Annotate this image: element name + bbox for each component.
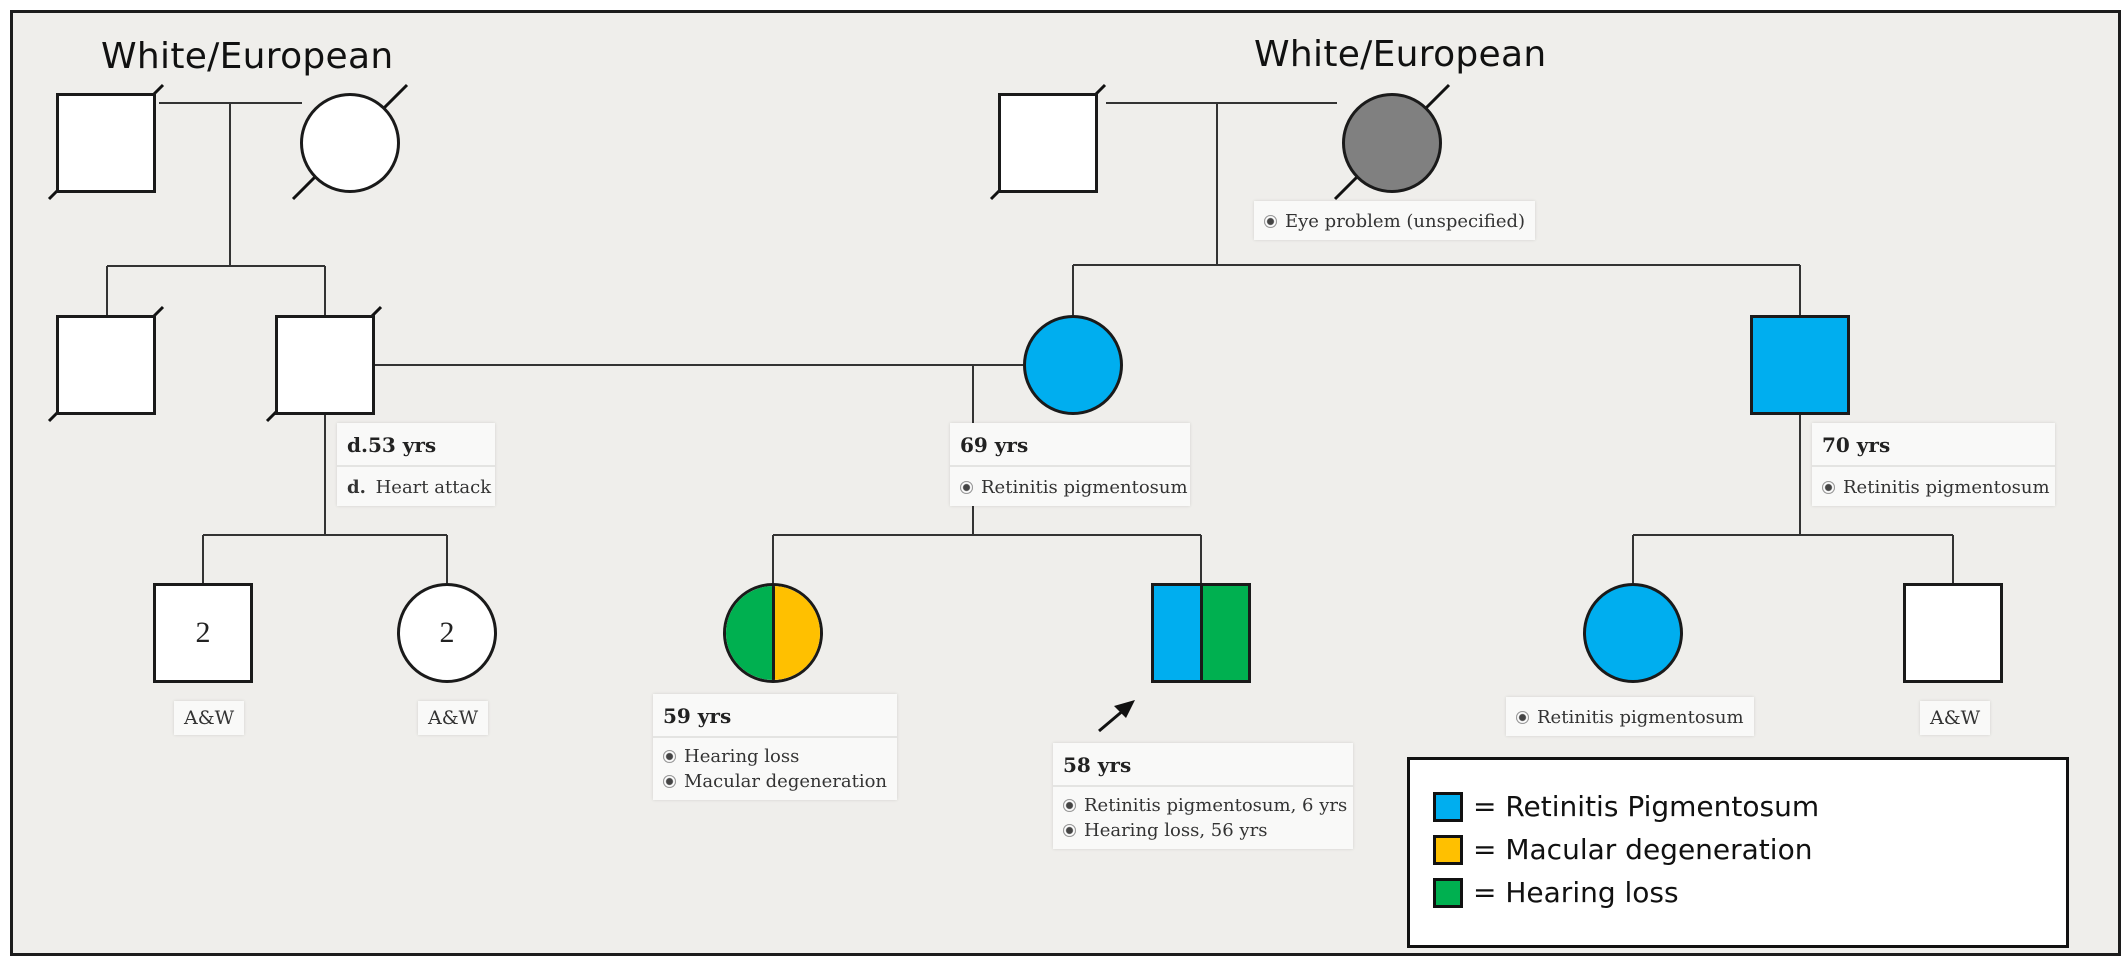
condition-marker-icon (1822, 481, 1835, 494)
condition-marker-icon (1063, 799, 1076, 812)
proband-info: 58 yrs Retinitis pigmentosum, 6 yrs Hear… (1053, 743, 1353, 849)
age-label: 59 yrs (653, 694, 897, 738)
condition-text: Retinitis pigmentosum (1537, 707, 1744, 728)
condition-row: Macular degeneration (653, 769, 897, 800)
half-brothers-symbol[interactable]: 2 (153, 583, 253, 683)
half-brothers-status: A&W (174, 701, 245, 735)
legend-swatch-retinitis (1433, 791, 1463, 822)
legend-label: = Macular degeneration (1473, 833, 1813, 866)
condition-row: Retinitis pigmentosum (950, 467, 1190, 506)
legend-label: = Hearing loss (1473, 876, 1679, 909)
left-ethnicity-heading: White/European (101, 36, 394, 77)
proband-arrow (1098, 700, 1135, 733)
legend-swatch-hearing (1433, 877, 1463, 908)
sibling-count: 2 (439, 616, 455, 649)
condition-text: Hearing loss, 56 yrs (1084, 820, 1268, 841)
paternal-grandmother-symbol[interactable] (300, 93, 400, 193)
maternal-grandfather-symbol[interactable] (998, 93, 1098, 193)
condition-row: Hearing loss (653, 738, 897, 769)
condition-marker-icon (1063, 824, 1076, 837)
maternal-uncle-symbol[interactable] (1750, 315, 1850, 415)
legend-swatch-macular (1433, 834, 1463, 865)
half-sisters-symbol[interactable]: 2 (397, 583, 497, 683)
legend-item-macular: = Macular degeneration (1433, 833, 1812, 866)
age-label: d.53 yrs (337, 423, 495, 467)
legend-item-retinitis: = Retinitis Pigmentosum (1433, 790, 1819, 823)
age-label: 58 yrs (1053, 743, 1353, 787)
age-label: 69 yrs (950, 423, 1190, 467)
cousin-female-symbol[interactable] (1583, 583, 1683, 683)
sister-info: 59 yrs Hearing loss Macular degeneration (653, 694, 897, 800)
condition-marker-icon (663, 775, 676, 788)
maternal-grandmother-info: Eye problem (unspecified) (1254, 201, 1536, 240)
condition-text: Eye problem (unspecified) (1285, 211, 1526, 232)
mother-info: 69 yrs Retinitis pigmentosum (950, 423, 1190, 506)
pedigree-chart: White/European White/European Eye proble… (10, 10, 2121, 956)
condition-marker-icon (663, 750, 676, 763)
father-symbol[interactable] (275, 315, 375, 415)
legend: = Retinitis Pigmentosum = Macular degene… (1407, 757, 2069, 948)
condition-row: Retinitis pigmentosum, 6 yrs (1053, 787, 1353, 818)
cousin-male-status: A&W (1920, 701, 1991, 735)
cause-text: Heart attack (375, 477, 492, 498)
condition-text: Retinitis pigmentosum (981, 477, 1188, 498)
condition-text: Retinitis pigmentosum (1843, 477, 2050, 498)
paternal-uncle-symbol[interactable] (56, 315, 156, 415)
condition-marker-icon (960, 481, 973, 494)
sibling-count: 2 (195, 616, 211, 649)
condition-text: Hearing loss (684, 746, 800, 767)
age-label: 70 yrs (1812, 423, 2055, 467)
cousin-male-symbol[interactable] (1903, 583, 2003, 683)
condition-marker-icon (1264, 215, 1277, 228)
cousin-female-info: Retinitis pigmentosum (1506, 697, 1754, 736)
legend-label: = Retinitis Pigmentosum (1473, 790, 1820, 823)
proband-symbol[interactable] (1151, 583, 1251, 683)
deceased-prefix: d. (347, 477, 366, 498)
condition-row: Retinitis pigmentosum (1506, 697, 1754, 736)
maternal-grandmother-symbol[interactable] (1342, 93, 1442, 193)
paternal-grandfather-symbol[interactable] (56, 93, 156, 193)
father-info: d.53 yrs d. Heart attack (337, 423, 495, 506)
mother-symbol[interactable] (1023, 315, 1123, 415)
legend-item-hearing: = Hearing loss (1433, 876, 1679, 909)
sister-symbol[interactable] (723, 583, 823, 683)
condition-text: Retinitis pigmentosum, 6 yrs (1084, 795, 1348, 816)
half-sisters-status: A&W (418, 701, 489, 735)
cause-of-death: d. Heart attack (337, 467, 495, 506)
right-ethnicity-heading: White/European (1254, 34, 1547, 75)
condition-text: Macular degeneration (684, 771, 888, 792)
condition-marker-icon (1516, 711, 1529, 724)
maternal-uncle-info: 70 yrs Retinitis pigmentosum (1812, 423, 2055, 506)
condition-row: Retinitis pigmentosum (1812, 467, 2055, 506)
condition-row: Hearing loss, 56 yrs (1053, 818, 1353, 849)
